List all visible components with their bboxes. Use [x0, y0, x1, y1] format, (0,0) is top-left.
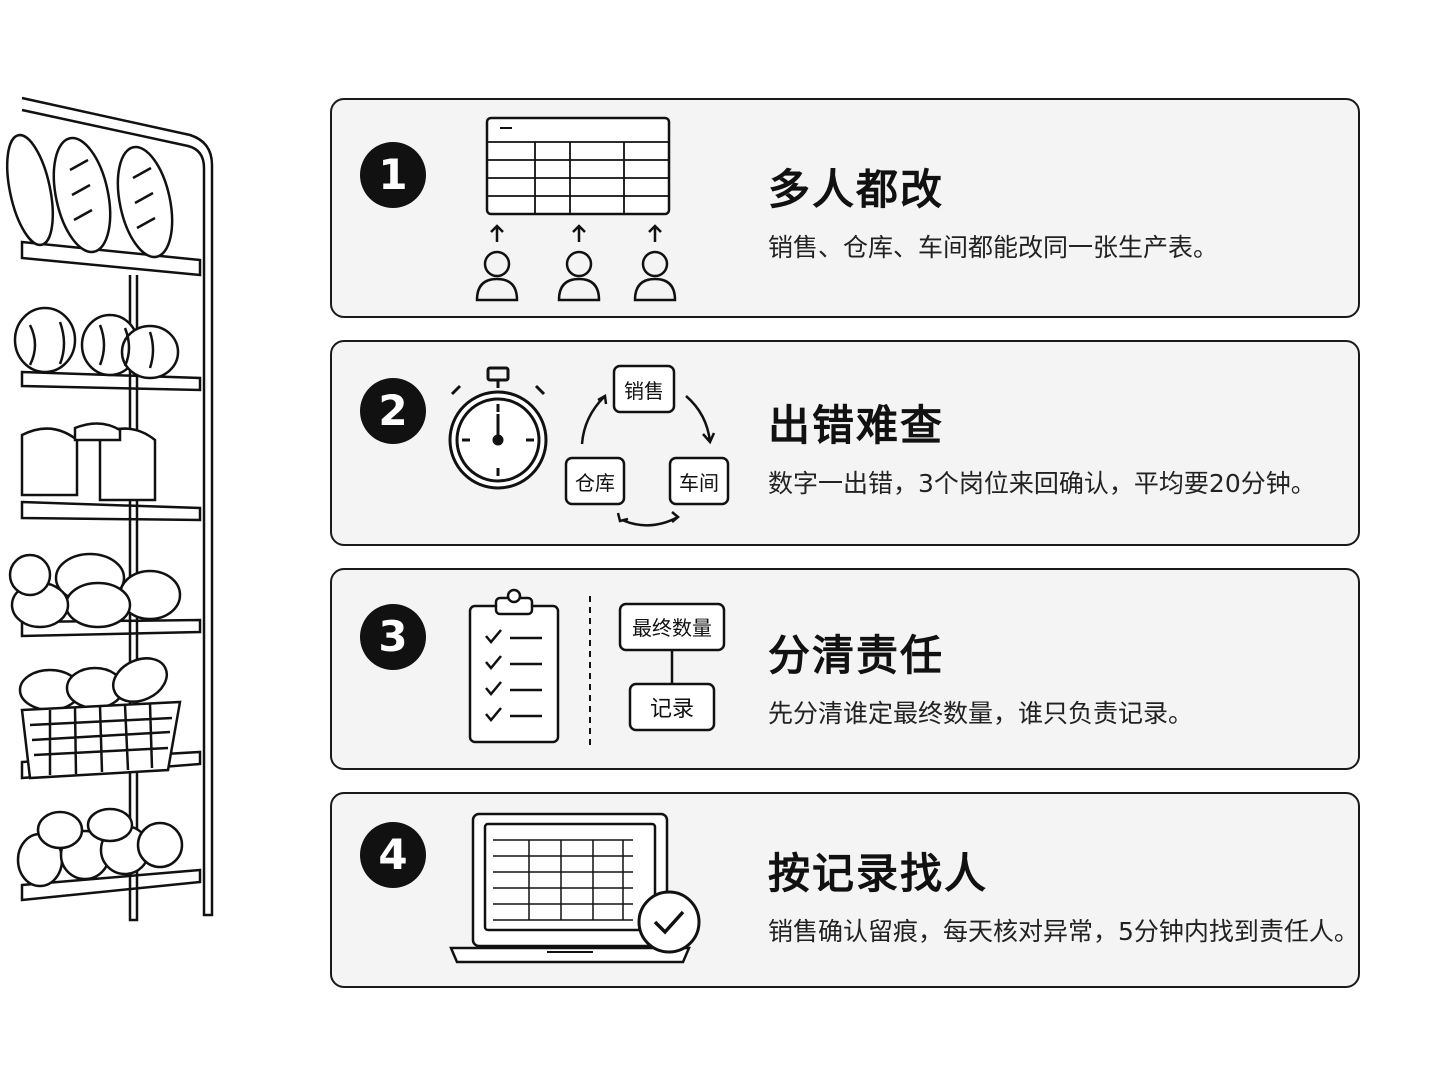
step-description: 先分清谁定最终数量，谁只负责记录。	[768, 699, 1194, 728]
step-card-3: 3 最终数量 记录 分清责任 先分清谁定最终数量，谁只负责记录。	[330, 568, 1360, 770]
step-card-1: 1 多人都改 销售、仓库、车间都能改同一张生产表。	[330, 98, 1360, 318]
step-description: 销售确认留痕，每天核对异常，5分钟内找到责任人。	[768, 917, 1359, 946]
final-quantity-box: 最终数量	[632, 616, 712, 640]
role-sales: 销售	[624, 379, 664, 403]
cycle-arrows-icon: 销售 仓库 车间	[564, 364, 730, 527]
stopwatch-icon	[448, 366, 548, 490]
step-card-4: 4 按记录找人 销售确认留痕，每天核对异常，5分钟内找到责任人。	[330, 792, 1360, 988]
user-icon	[557, 224, 601, 302]
step-description: 数字一出错，3个岗位来回确认，平均要20分钟。	[768, 469, 1316, 498]
record-box: 记录	[650, 697, 694, 722]
step-number-badge: 4	[360, 822, 426, 888]
role-workshop: 车间	[679, 471, 719, 495]
step-number-badge: 3	[360, 604, 426, 670]
user-icon	[475, 224, 519, 302]
checklist-clipboard-icon: 最终数量 记录	[468, 588, 726, 746]
laptop-icon	[449, 812, 701, 964]
step-title: 出错难查	[768, 401, 945, 450]
checkmark-circle-icon	[637, 890, 701, 954]
step-number-badge: 2	[360, 378, 426, 444]
step-title: 按记录找人	[768, 849, 989, 898]
step-number-badge: 1	[360, 142, 426, 208]
bread-shelf-illustration	[5, 96, 214, 922]
step-description: 销售、仓库、车间都能改同一张生产表。	[768, 233, 1219, 262]
step-title: 多人都改	[768, 165, 945, 214]
role-warehouse: 仓库	[575, 471, 615, 495]
user-icon	[633, 224, 677, 302]
step-card-2: 2 销售 仓库 车间 出错难查 数字一出错，3个岗位来回确认，平均要20分钟。	[330, 340, 1360, 546]
spreadsheet-icon	[475, 116, 677, 302]
step-title: 分清责任	[768, 631, 945, 680]
